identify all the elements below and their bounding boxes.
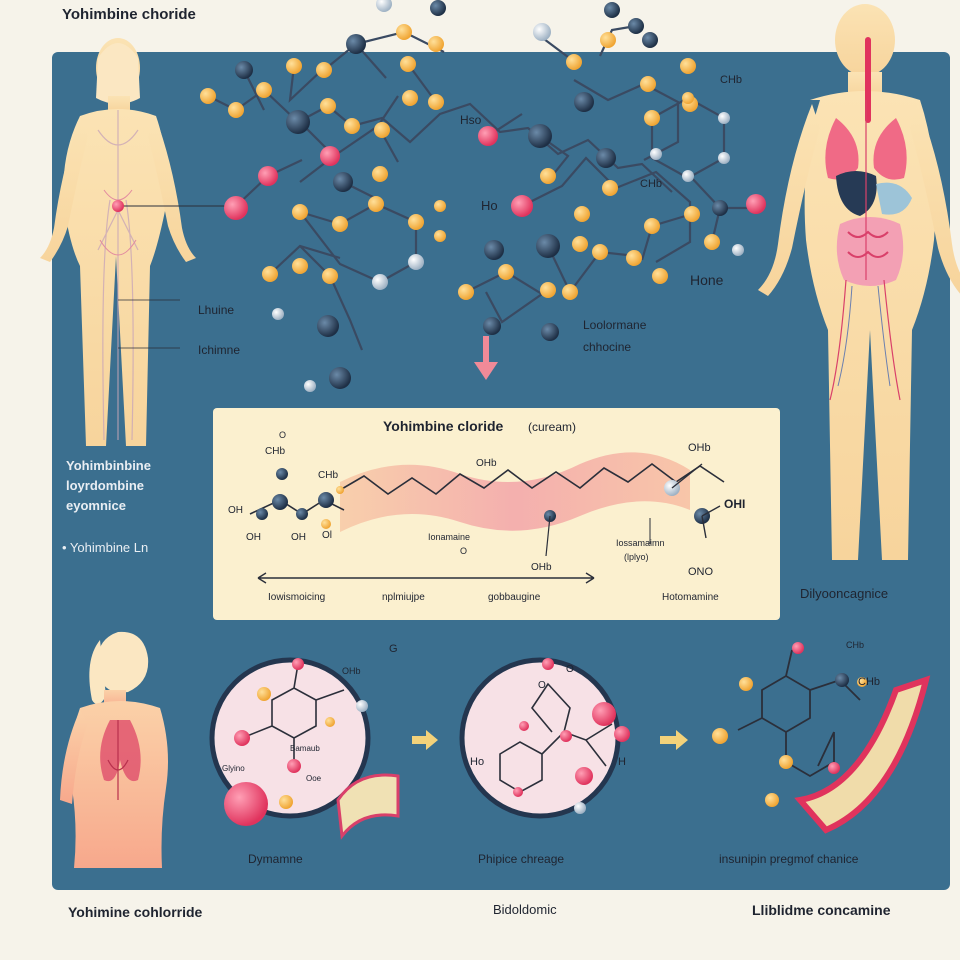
top-title: Yohimbine choride bbox=[62, 6, 196, 23]
card-mid-label-2: O bbox=[460, 546, 468, 556]
center-card-graphic bbox=[213, 408, 780, 620]
card-axis-label-3: gobbaugine bbox=[488, 592, 541, 603]
top-molecule-atoms bbox=[200, 0, 766, 392]
mol-label-hone: Hone bbox=[690, 272, 724, 288]
card-atom-oh-3: OH bbox=[291, 532, 306, 543]
card-atom-ol: Ol bbox=[322, 530, 332, 541]
left-bullet: • Yohimbine Ln bbox=[62, 540, 149, 555]
card-atom-chb-2: CHb bbox=[318, 470, 339, 481]
card-mid-label-3: Iossamaimn bbox=[616, 538, 665, 548]
left-label-1: Lhuine bbox=[198, 303, 235, 317]
circle2-label-o2: O bbox=[566, 664, 574, 675]
bottom-left-figure bbox=[60, 631, 168, 868]
left-caption-2: loyrdombine bbox=[66, 478, 145, 493]
card-mid-label-1: Ionamaine bbox=[428, 532, 471, 542]
card-atom-ohb-3: OHb bbox=[531, 562, 552, 573]
card-axis-label-1: Iowismoicing bbox=[268, 592, 326, 603]
footer-left: Yohimine cohlorride bbox=[68, 904, 203, 920]
card-subtitle: (cuream) bbox=[528, 420, 577, 434]
footer-center: Bidoldomic bbox=[493, 902, 557, 917]
flow-arrows bbox=[412, 730, 688, 750]
left-caption-3: eyomnice bbox=[66, 498, 126, 513]
left-body-figure bbox=[40, 38, 232, 446]
chain-label-chb-2: CHb bbox=[858, 676, 881, 688]
footer-right: Lliblidme concamine bbox=[752, 902, 891, 918]
top-molecule-bonds bbox=[207, 24, 750, 351]
mol-label-loolormane: Loolormane bbox=[583, 318, 647, 332]
circle2-label-ho: Ho bbox=[470, 756, 485, 768]
right-figure-caption: Dilyooncagnice bbox=[800, 586, 889, 601]
right-chain bbox=[712, 642, 931, 834]
circle-1 bbox=[209, 657, 400, 840]
mol-label-ho: Ho bbox=[481, 198, 498, 213]
left-caption-1: Yohimbinbine bbox=[66, 458, 151, 473]
circle1-label-ooe: Ooe bbox=[306, 774, 322, 783]
down-arrow bbox=[474, 336, 498, 380]
circle1-label-glyino: Glyino bbox=[222, 764, 245, 773]
circle1-label-g: G bbox=[389, 643, 398, 655]
card-mid-label-4: (lplyo) bbox=[624, 552, 649, 562]
card-atom-oh-2: OH bbox=[246, 532, 261, 543]
card-atom-oh-1: OH bbox=[228, 505, 243, 516]
circle2-label-h: H bbox=[618, 756, 626, 768]
mol-label-chb-1: CHb bbox=[720, 74, 743, 86]
circle1-label-bamaub: Bamaub bbox=[290, 744, 320, 753]
chain-label-chb-1: CHb bbox=[846, 640, 865, 650]
card-atom-chb-1: CHb bbox=[265, 446, 286, 457]
circle2-label-o1: O bbox=[538, 680, 546, 691]
card-title: Yohimbine cloride bbox=[383, 418, 504, 434]
card-atom-o: O bbox=[279, 430, 287, 440]
mol-label-chb-2: CHb bbox=[640, 178, 663, 190]
card-atom-ohb-1: OHb bbox=[476, 458, 497, 469]
left-label-2: Ichimne bbox=[198, 343, 241, 357]
card-atom-ohi: OHI bbox=[724, 497, 746, 511]
bottom-caption-1: Dymamne bbox=[248, 852, 303, 866]
right-body-figure bbox=[758, 4, 960, 560]
mol-label-chhocine: chhocine bbox=[583, 340, 632, 354]
card-atom-ohb-2: OHb bbox=[688, 442, 711, 454]
card-axis-label-2: nplmiujpe bbox=[382, 592, 425, 603]
card-atom-ono: ONO bbox=[688, 566, 714, 578]
circle-2 bbox=[459, 657, 630, 819]
card-axis-label-4: Hotomamine bbox=[662, 592, 719, 603]
mol-label-hso: Hso bbox=[460, 113, 482, 127]
circle1-label-ohb: OHb bbox=[342, 666, 361, 676]
bottom-caption-2: Phipice chreage bbox=[478, 852, 565, 866]
bottom-caption-3: insunipin pregmof chanice bbox=[719, 852, 859, 866]
